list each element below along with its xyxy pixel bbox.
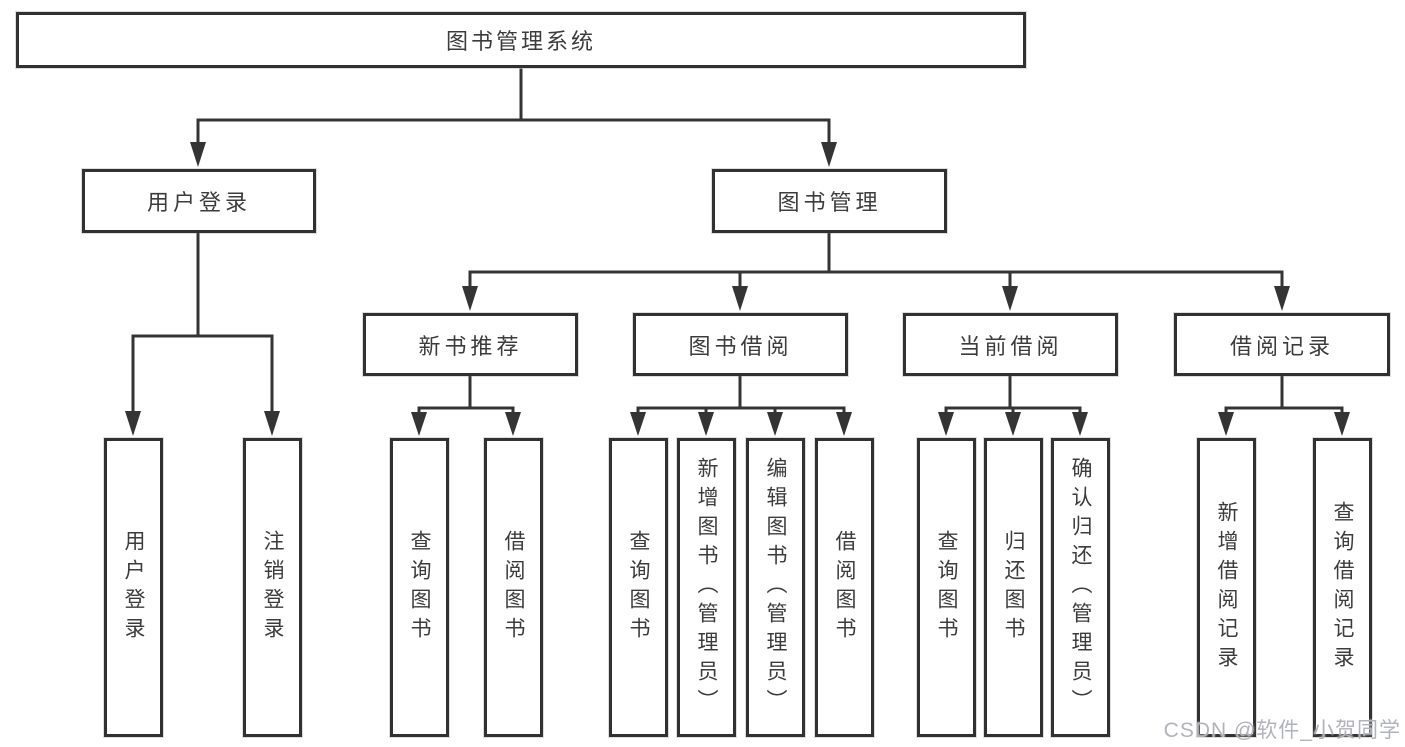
connector-current-group [944,374,1082,419]
arrowhead-borrowing-records [1274,286,1290,311]
connector-user-login-group [131,231,274,416]
arrowhead-book-borrowing [732,286,748,311]
arrowhead-current-query [938,412,954,436]
leaf-current-query-books-label: 查询图书 [935,529,958,646]
arrowhead-recommend-query [411,412,427,436]
leaf-edit-books-admin-label: 编辑图书（管理员） [764,457,787,718]
leaf-add-borrow-record: 新增借阅记录 [1197,438,1256,737]
arrowhead-leaf-user-login [125,411,141,436]
arrowhead-records-add [1218,412,1234,436]
arrowhead-current-confirm [1072,412,1088,436]
node-book-management: 图书管理 [712,169,947,233]
leaf-user-login: 用户登录 [104,438,163,737]
connector-borrowing-group [636,374,846,419]
leaf-recommend-query-books: 查询图书 [390,438,449,737]
leaf-query-borrow-record-label: 查询借阅记录 [1331,500,1354,675]
leaf-user-login-label: 用户登录 [122,529,145,646]
leaf-query-borrow-record: 查询借阅记录 [1313,438,1372,737]
leaf-confirm-return-admin: 确认归还（管理员） [1051,438,1110,737]
leaf-return-books-label: 归还图书 [1002,529,1025,646]
watermark: CSDN @软件_小贺同学 [1163,719,1401,742]
arrowhead-borrowing-add [698,412,714,436]
leaf-add-books-admin: 新增图书（管理员） [677,438,736,737]
node-user-login: 用户登录 [82,169,316,233]
leaf-confirm-return-admin-label: 确认归还（管理员） [1069,457,1092,718]
arrowhead-current-borrowing [1002,286,1018,311]
node-new-book-recommendation: 新书推荐 [363,313,578,376]
leaf-recommend-query-books-label: 查询图书 [408,529,431,646]
arrowhead-borrowing-borrow [836,412,852,436]
node-root: 图书管理系统 [16,12,1026,68]
node-borrowing-records: 借阅记录 [1174,313,1390,376]
arrowhead-borrowing-query [630,412,646,436]
leaf-logout: 注销登录 [243,438,302,737]
leaf-add-books-admin-label: 新增图书（管理员） [695,457,718,718]
leaf-add-borrow-record-label: 新增借阅记录 [1215,500,1238,675]
node-current-borrowing: 当前借阅 [903,313,1118,376]
leaf-edit-books-admin: 编辑图书（管理员） [746,438,805,737]
arrowhead-borrowing-edit [767,412,783,436]
node-book-borrowing: 图书借阅 [633,313,848,376]
arrowhead-new-book-recommendation [462,286,478,311]
leaf-borrow-books: 借阅图书 [815,438,874,737]
leaf-borrow-books-label: 借阅图书 [833,529,856,646]
arrowhead-book-management [821,142,837,167]
arrowhead-records-query [1334,412,1350,436]
leaf-return-books: 归还图书 [984,438,1043,737]
connector-records-group [1224,374,1344,419]
connector-root-to-level2 [196,68,831,149]
arrowhead-recommend-borrow [505,412,521,436]
leaf-borrowing-query-books: 查询图书 [609,438,668,737]
connector-bookmgmt-to-level3 [468,231,1284,293]
arrowhead-current-return [1005,412,1021,436]
leaf-current-query-books: 查询图书 [917,438,976,737]
connector-recommend-group [417,374,515,419]
leaf-logout-label: 注销登录 [261,529,284,646]
leaf-recommend-borrow-books: 借阅图书 [484,438,543,737]
arrowhead-leaf-logout [264,411,280,436]
leaf-recommend-borrow-books-label: 借阅图书 [502,529,525,646]
leaf-borrowing-query-books-label: 查询图书 [627,529,650,646]
arrowhead-user-login [190,142,206,167]
